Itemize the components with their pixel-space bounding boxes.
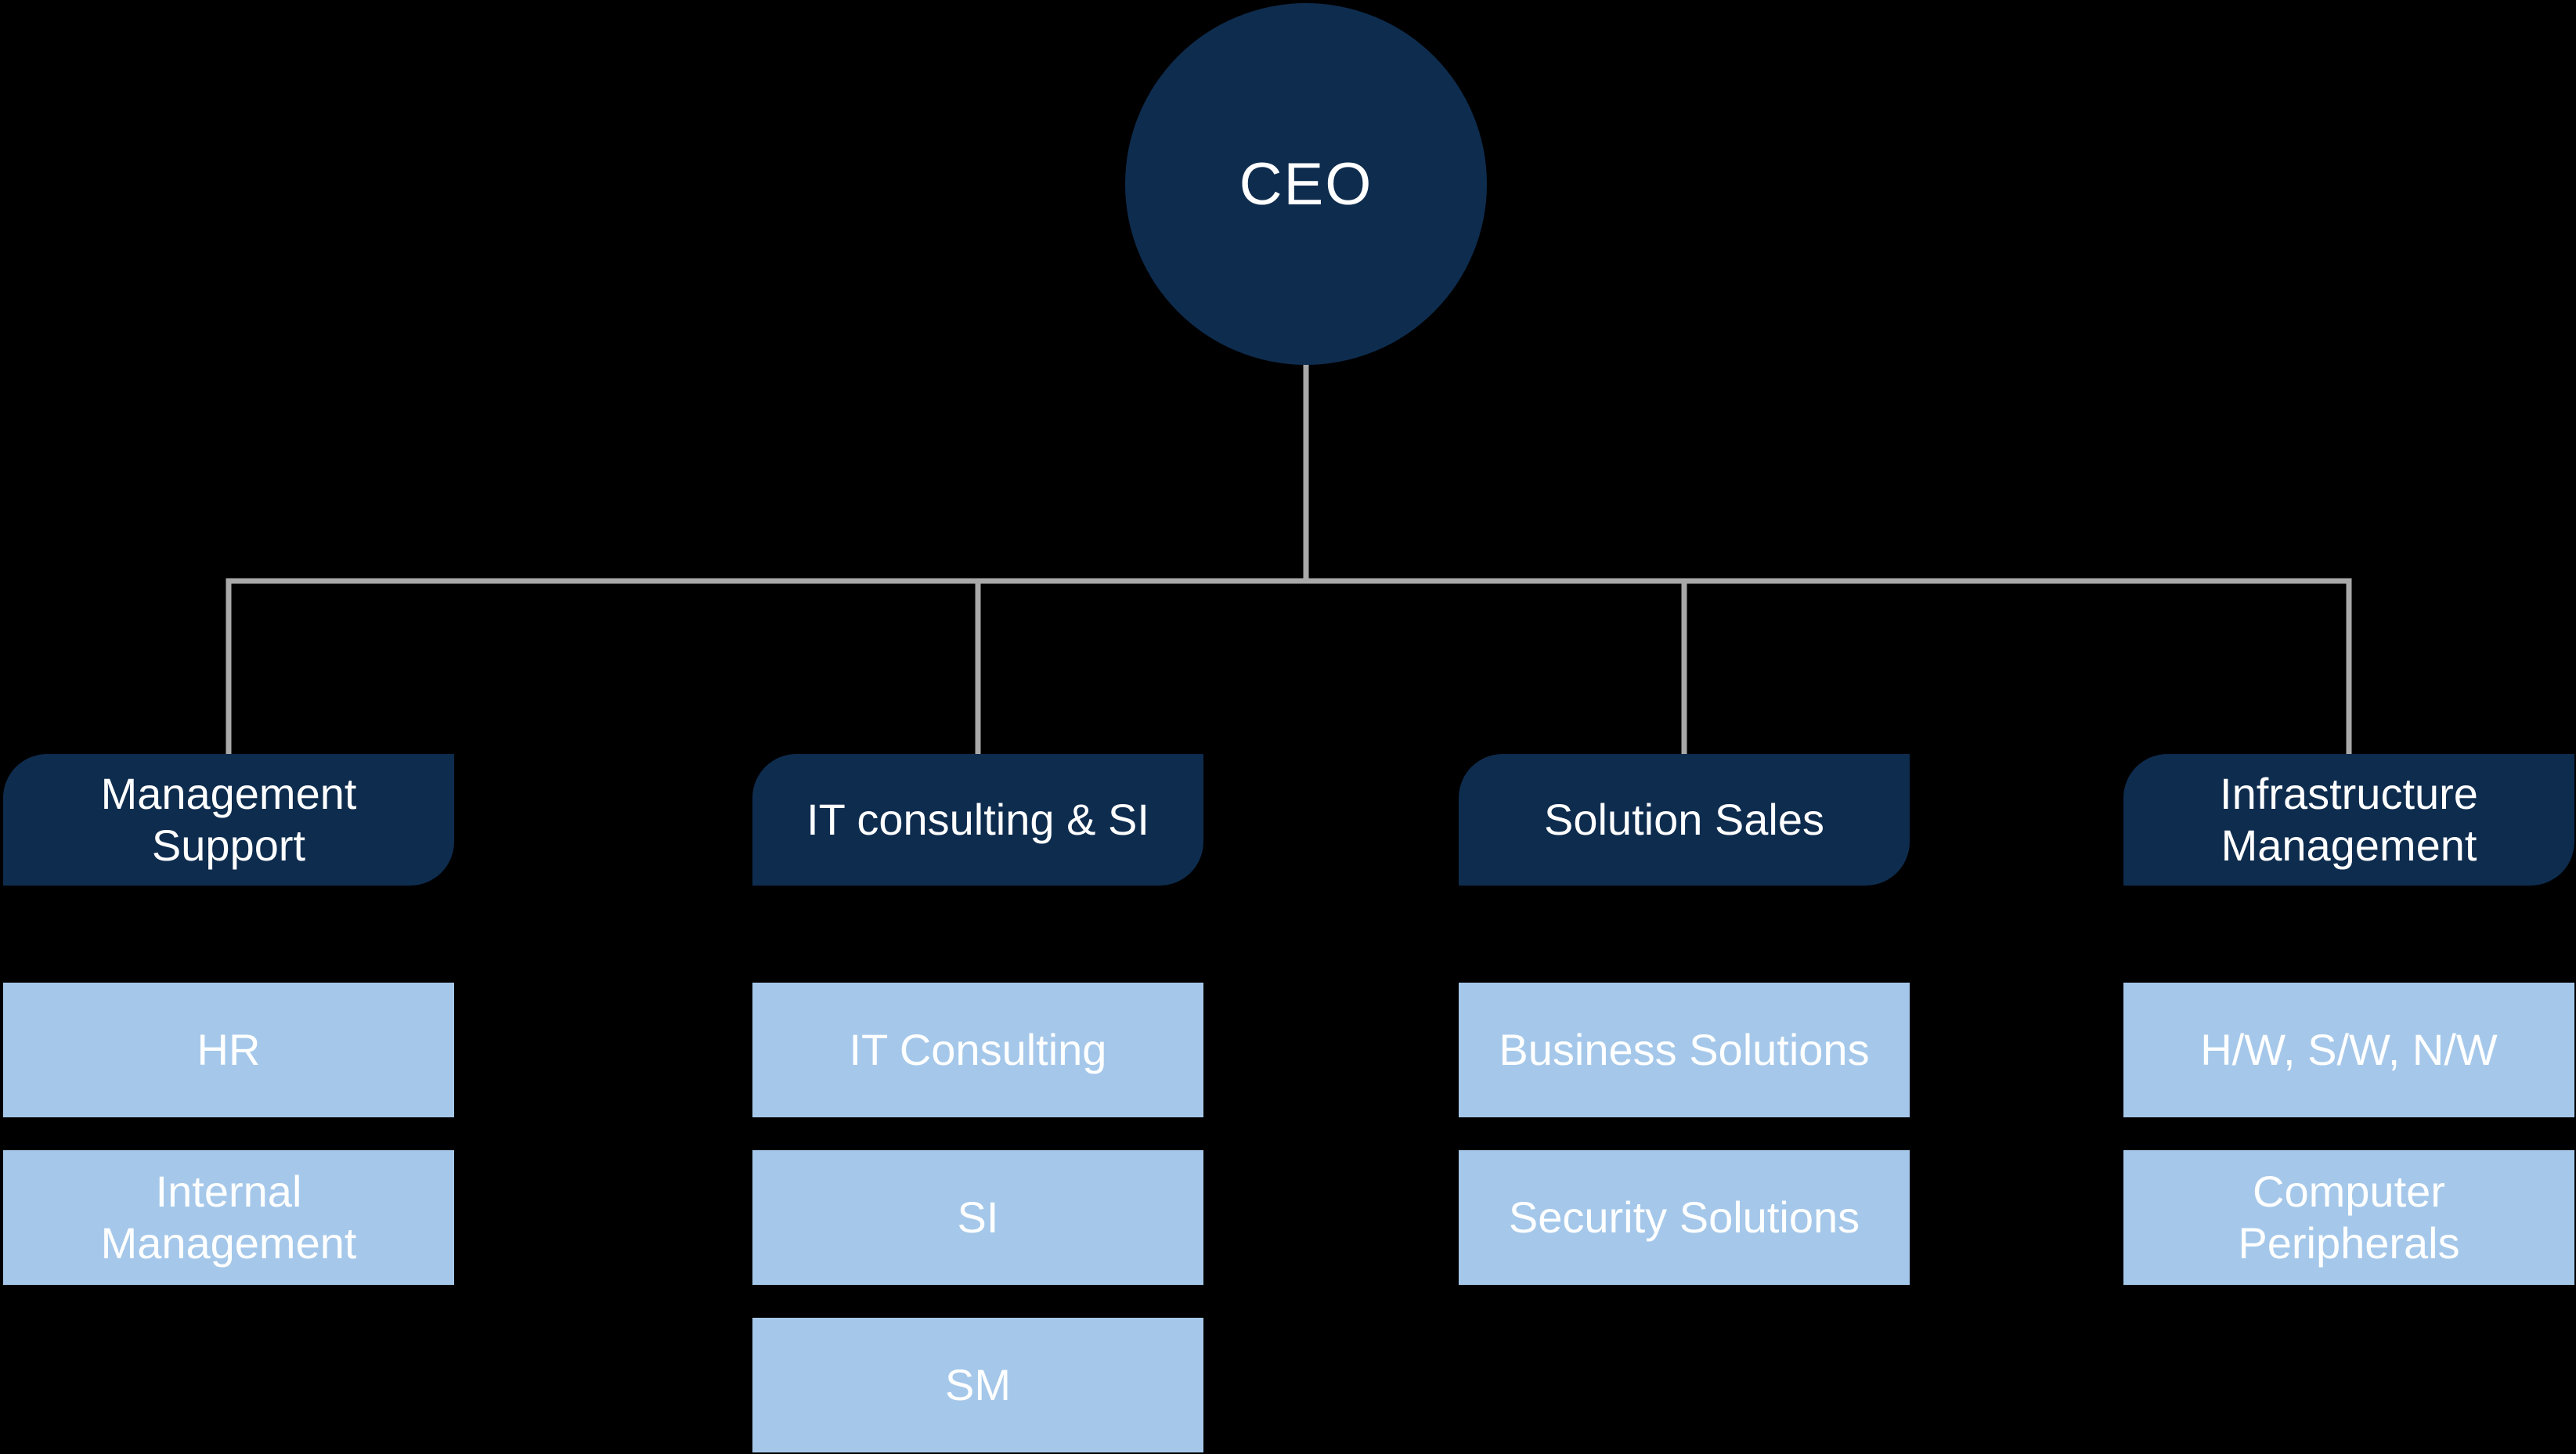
column-it-consulting-si: IT consulting & SI IT Consulting SI SM bbox=[752, 754, 1203, 1454]
dept-cell-business-solutions: Business Solutions bbox=[1459, 983, 1910, 1117]
column-management-support: Management Support HR Internal Managemen… bbox=[3, 754, 454, 1454]
dept-cell-label: Business Solutions bbox=[1499, 1024, 1870, 1074]
department-header-label: Management Support bbox=[100, 768, 357, 870]
dept-cell-label: H/W, S/W, N/W bbox=[2200, 1024, 2498, 1074]
dept-cell-sm: SM bbox=[752, 1318, 1203, 1452]
department-header: Management Support bbox=[3, 754, 454, 886]
dept-cell-security-solutions: Security Solutions bbox=[1459, 1150, 1910, 1285]
dept-cell-label: HR bbox=[197, 1024, 261, 1074]
column-solution-sales: Solution Sales Business Solutions Securi… bbox=[1459, 754, 1910, 1454]
dept-cell-label: SM bbox=[945, 1359, 1011, 1409]
ceo-label: CEO bbox=[1239, 150, 1373, 218]
dept-cell-it-consulting: IT Consulting bbox=[752, 983, 1203, 1117]
department-header-label: Infrastructure Management bbox=[2220, 768, 2478, 870]
department-header-label: IT consulting & SI bbox=[806, 794, 1149, 844]
connector-path bbox=[225, 357, 2352, 767]
dept-cell-internal-management: Internal Management bbox=[3, 1150, 454, 1285]
ceo-node: CEO bbox=[1125, 3, 1487, 365]
dept-cell-hw-sw-nw: H/W, S/W, N/W bbox=[2123, 983, 2574, 1117]
dept-cell-label: IT Consulting bbox=[849, 1024, 1107, 1074]
department-header: IT consulting & SI bbox=[752, 754, 1203, 886]
dept-cell-label: Internal Management bbox=[100, 1166, 357, 1268]
dept-cell-label: Security Solutions bbox=[1508, 1192, 1860, 1242]
dept-cell-label: SI bbox=[957, 1192, 999, 1242]
department-header: Solution Sales bbox=[1459, 754, 1910, 886]
department-header-label: Solution Sales bbox=[1543, 794, 1824, 844]
dept-cell-label: Computer Peripherals bbox=[2238, 1166, 2460, 1268]
column-infrastructure-management: Infrastructure Management H/W, S/W, N/W … bbox=[2123, 754, 2574, 1454]
dept-cell-si: SI bbox=[752, 1150, 1203, 1285]
dept-cell-computer-peripherals: Computer Peripherals bbox=[2123, 1150, 2574, 1285]
dept-cell-hr: HR bbox=[3, 983, 454, 1117]
department-header: Infrastructure Management bbox=[2123, 754, 2574, 886]
